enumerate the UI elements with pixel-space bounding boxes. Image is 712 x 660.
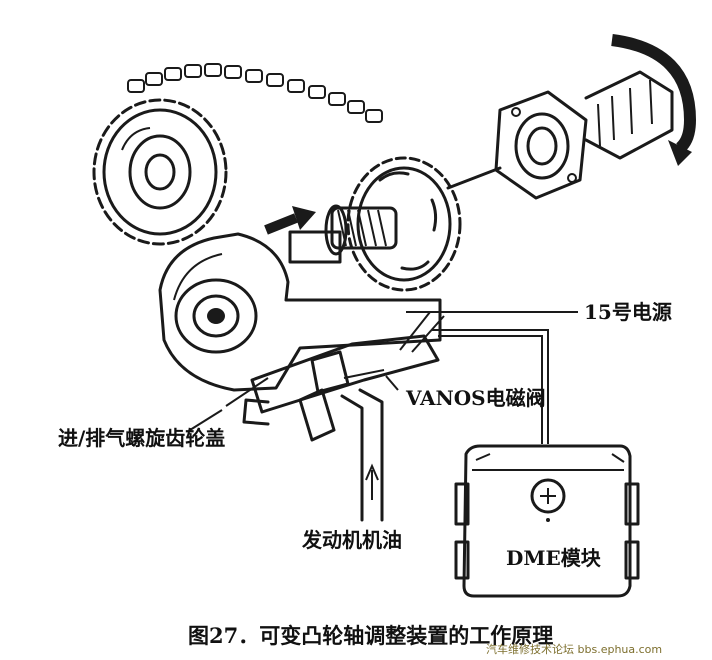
rotation-arrow-icon — [611, 34, 697, 166]
left-sprocket — [92, 98, 228, 246]
power-wire — [406, 311, 578, 444]
cam-sprocket — [346, 156, 462, 292]
gear-cover-housing — [158, 232, 442, 392]
figure-caption: 图27．可变凸轮轴调整装置的工作原理 — [188, 623, 554, 648]
dme-module-label: DME模块 — [506, 546, 601, 570]
camshaft-assembly — [494, 70, 674, 200]
leader-lines — [189, 375, 399, 431]
power-source-label: 15号电源 — [584, 300, 672, 324]
vanos-solenoid-valve — [242, 311, 445, 442]
timing-chain — [127, 63, 383, 123]
watermark: 汽车维修技术论坛 bbs.ephua.com — [486, 643, 663, 656]
dme-module-box — [454, 444, 640, 598]
flow-arrow-icon — [264, 206, 316, 235]
gear-cover-label: 进/排气螺旋齿轮盖 — [58, 426, 226, 450]
oil-line — [340, 388, 384, 522]
vanos-solenoid-label: VANOS电磁阀 — [406, 386, 546, 410]
camshaft-bolt — [446, 166, 502, 190]
helical-gear — [288, 204, 398, 264]
engine-oil-label: 发动机机油 — [302, 528, 402, 552]
